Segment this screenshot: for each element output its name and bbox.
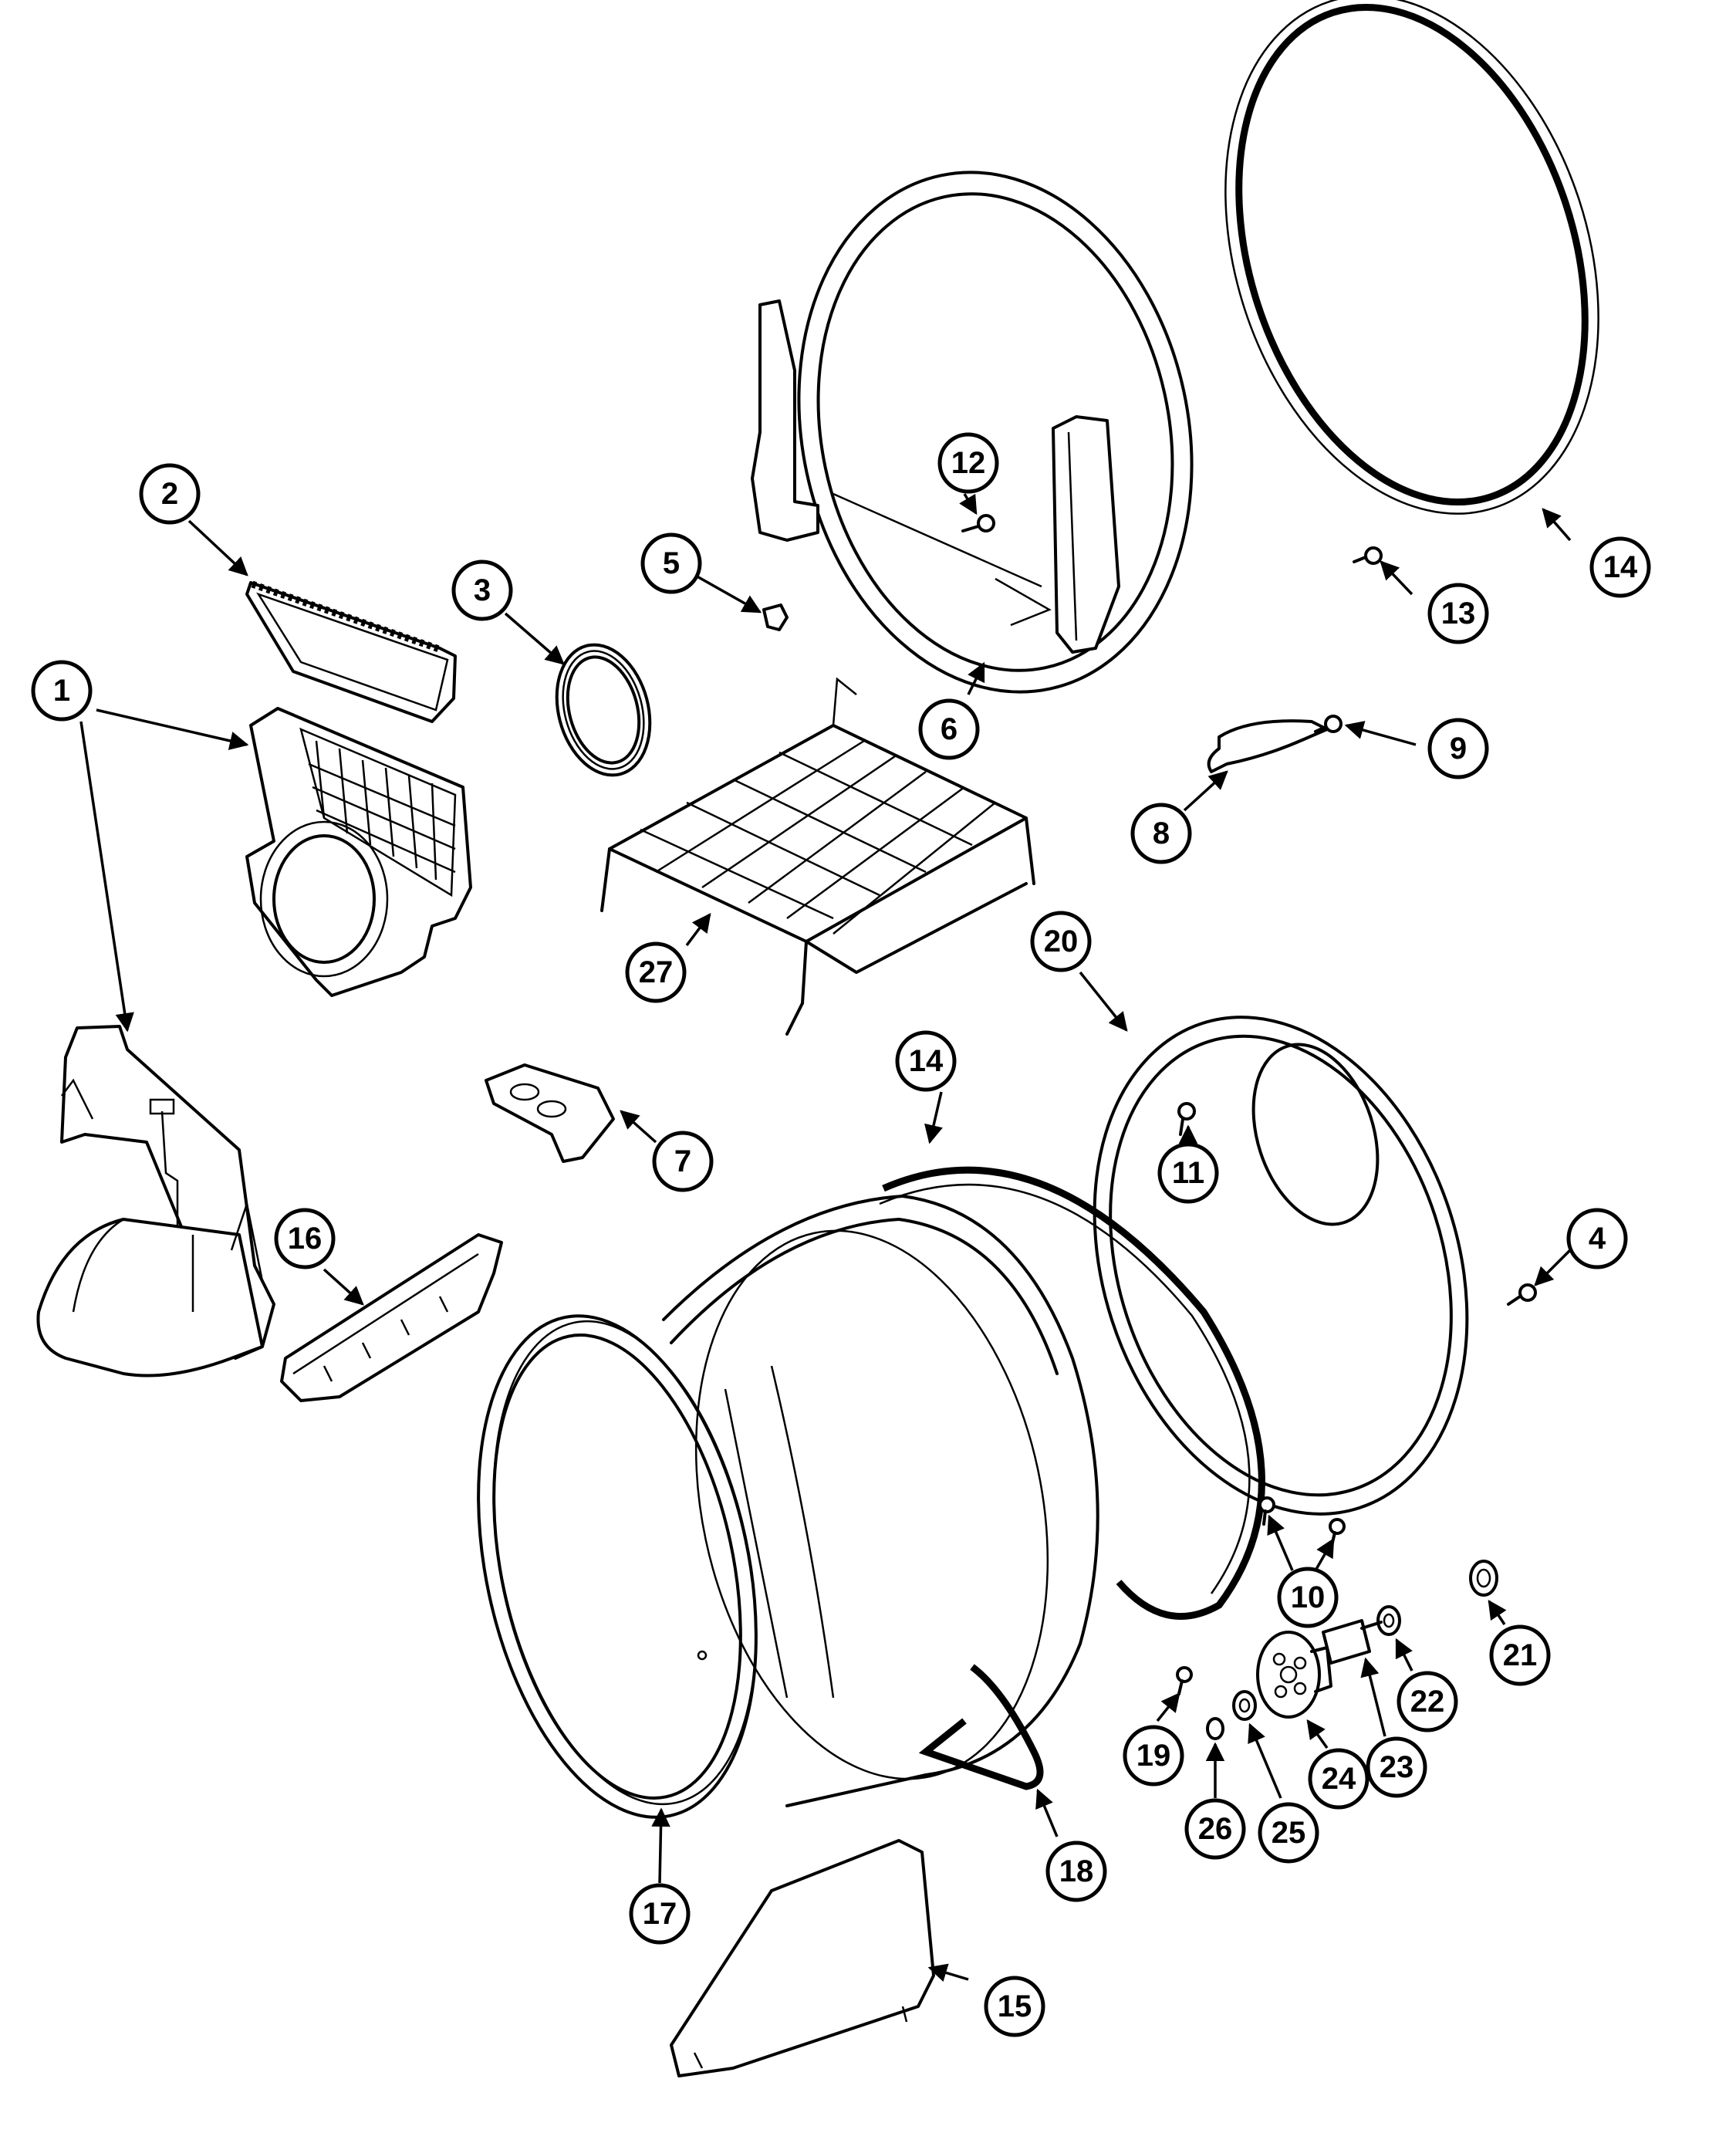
svg-text:16: 16 bbox=[288, 1222, 323, 1256]
callout-4: 4 bbox=[1566, 1208, 1628, 1269]
callout-5: 5 bbox=[640, 532, 702, 594]
callout-6: 6 bbox=[918, 698, 980, 760]
svg-text:17: 17 bbox=[643, 1897, 677, 1931]
callout-24: 24 bbox=[1308, 1748, 1370, 1810]
callout-17: 17 bbox=[629, 1883, 691, 1945]
callout-1: 1 bbox=[31, 660, 93, 722]
part-front-bulkhead bbox=[751, 171, 1194, 694]
part-drum bbox=[477, 1195, 1099, 1819]
part-screw-13 bbox=[1353, 546, 1383, 565]
part-drying-rack bbox=[600, 677, 1035, 1036]
part-air-duct-lower bbox=[36, 1025, 275, 1377]
part-screw-12 bbox=[961, 514, 995, 532]
part-washer-21 bbox=[1469, 1560, 1498, 1597]
svg-text:7: 7 bbox=[674, 1144, 691, 1178]
svg-text:26: 26 bbox=[1198, 1812, 1233, 1846]
part-screw-9 bbox=[1314, 715, 1343, 733]
svg-text:9: 9 bbox=[1450, 732, 1467, 766]
callout-21: 21 bbox=[1489, 1624, 1551, 1686]
part-washer-22 bbox=[1376, 1605, 1401, 1636]
svg-text:3: 3 bbox=[474, 573, 491, 607]
callout-14-lower: 14 bbox=[895, 1030, 957, 1092]
svg-text:14: 14 bbox=[909, 1044, 944, 1078]
part-screw-11 bbox=[1177, 1102, 1196, 1136]
callout-12: 12 bbox=[937, 432, 999, 494]
callout-10: 10 bbox=[1277, 1567, 1339, 1628]
part-shaft bbox=[1322, 1619, 1383, 1665]
part-roller bbox=[1256, 1631, 1332, 1719]
callout-7: 7 bbox=[652, 1131, 714, 1192]
part-bracket bbox=[1207, 719, 1329, 773]
svg-text:14: 14 bbox=[1603, 550, 1638, 584]
svg-text:15: 15 bbox=[998, 1989, 1032, 2023]
callout-14-upper: 14 bbox=[1589, 536, 1651, 598]
part-front-duct-panel bbox=[245, 707, 472, 997]
part-bracket-plate bbox=[485, 1063, 615, 1163]
svg-text:12: 12 bbox=[951, 446, 986, 480]
callout-18: 18 bbox=[1045, 1841, 1107, 1902]
svg-text:10: 10 bbox=[1291, 1580, 1326, 1614]
svg-text:27: 27 bbox=[639, 955, 674, 989]
svg-text:25: 25 bbox=[1272, 1816, 1306, 1850]
callout-8: 8 bbox=[1130, 803, 1192, 864]
callout-16: 16 bbox=[274, 1208, 336, 1269]
svg-text:22: 22 bbox=[1410, 1685, 1445, 1719]
svg-text:8: 8 bbox=[1153, 816, 1170, 850]
callout-2: 2 bbox=[139, 463, 201, 525]
callout-26: 26 bbox=[1184, 1798, 1246, 1860]
svg-text:18: 18 bbox=[1059, 1854, 1094, 1888]
svg-text:24: 24 bbox=[1322, 1762, 1356, 1796]
part-screw-19 bbox=[1176, 1666, 1193, 1695]
callout-22: 22 bbox=[1397, 1671, 1458, 1732]
callout-27: 27 bbox=[625, 941, 687, 1003]
part-drum-seal-upper bbox=[1224, 0, 1599, 515]
part-clip-26 bbox=[1206, 1717, 1224, 1740]
callout-9: 9 bbox=[1427, 718, 1489, 779]
callout-19: 19 bbox=[1123, 1725, 1184, 1787]
leader-lines bbox=[79, 493, 1576, 1983]
callout-3: 3 bbox=[451, 559, 513, 621]
svg-text:23: 23 bbox=[1380, 1750, 1414, 1784]
part-drive-belt bbox=[918, 1664, 1044, 1790]
part-screw-4 bbox=[1507, 1283, 1537, 1306]
callout-11: 11 bbox=[1157, 1142, 1219, 1204]
duct-grille bbox=[308, 740, 456, 881]
callout-25: 25 bbox=[1258, 1802, 1319, 1864]
svg-text:1: 1 bbox=[53, 674, 70, 708]
svg-text:5: 5 bbox=[663, 546, 680, 580]
svg-text:13: 13 bbox=[1441, 597, 1476, 630]
svg-text:19: 19 bbox=[1137, 1739, 1171, 1773]
callout-20: 20 bbox=[1030, 911, 1092, 972]
part-rear-bulkhead bbox=[1093, 1016, 1469, 1516]
svg-text:4: 4 bbox=[1589, 1222, 1606, 1256]
svg-text:20: 20 bbox=[1044, 925, 1079, 958]
callout-13: 13 bbox=[1427, 583, 1489, 644]
part-seal-ring bbox=[555, 643, 652, 777]
callout-15: 15 bbox=[984, 1976, 1045, 2037]
part-drum-seal-lower bbox=[879, 1166, 1265, 1620]
svg-text:21: 21 bbox=[1503, 1638, 1538, 1672]
svg-text:11: 11 bbox=[1172, 1156, 1204, 1190]
part-lint-filter bbox=[245, 580, 457, 723]
callout-23: 23 bbox=[1366, 1736, 1427, 1798]
svg-text:2: 2 bbox=[161, 477, 178, 511]
part-cover bbox=[670, 1839, 935, 2077]
part-lint-guide bbox=[280, 1233, 503, 1402]
part-washer-25 bbox=[1232, 1690, 1257, 1721]
svg-text:6: 6 bbox=[941, 712, 958, 746]
part-clip bbox=[762, 603, 789, 631]
